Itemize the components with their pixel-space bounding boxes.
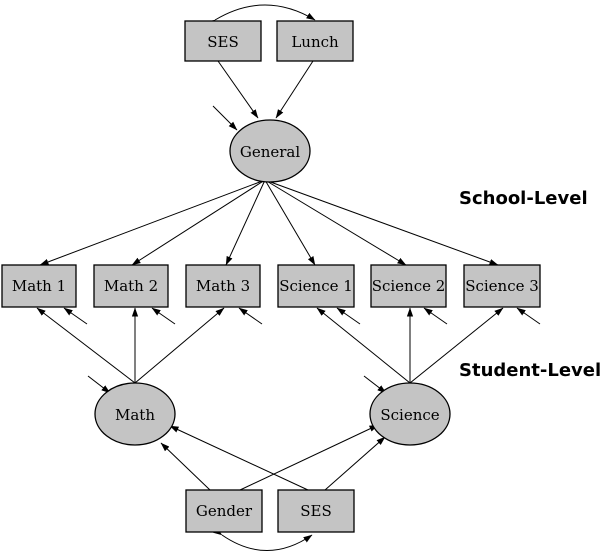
edge-general-science1 [264,179,316,266]
edge-ses-math [169,425,309,491]
edge-ses-general [217,60,259,119]
node-general-label: General [240,143,301,161]
node-math2-label: Math 2 [104,277,158,295]
node-math1-label: Math 1 [12,277,66,295]
edge-ses-science [324,436,386,491]
node-science1-label: Science 1 [279,277,353,295]
node-gender-label: Gender [196,502,253,520]
node-science3: Science 3 [463,264,541,308]
error-math3 [238,307,263,325]
edges [36,4,541,551]
edge-lunch-general [275,60,314,119]
node-math3-label: Math 3 [196,277,250,295]
error-science [363,375,387,394]
error-math [87,375,111,394]
node-science3-label: Science 3 [465,277,539,295]
edge-general-math2 [131,179,266,266]
error-general [212,105,238,131]
edge-general-science2 [264,179,407,266]
covariance-student-gender-ses [213,527,313,551]
school-level-label: School-Level [459,188,588,209]
student-level-label: Student-Level [459,360,601,381]
node-math3: Math 3 [185,264,261,308]
error-science3 [516,307,541,325]
node-math: Math [94,382,176,446]
node-science2: Science 2 [370,264,447,308]
node-school-ses-label: SES [207,33,239,51]
node-science: Science [369,382,451,446]
error-science2 [423,307,448,325]
edge-math-math1 [36,307,136,384]
node-science1: Science 1 [277,264,355,308]
node-math1: Math 1 [1,264,77,308]
error-science1 [336,307,361,325]
edge-gender-science [239,424,379,491]
node-science-label: Science [380,406,439,424]
node-science2-label: Science 2 [372,277,446,295]
node-school-ses: SES [184,20,262,62]
edge-math-math3 [134,307,225,384]
node-general: General [229,119,311,183]
edge-general-science3 [264,179,499,266]
edge-science-science3 [409,307,504,384]
node-lunch-label: Lunch [291,33,339,51]
edge-gender-math [160,442,211,491]
node-math2: Math 2 [93,264,169,308]
node-student-ses: SES [277,489,355,533]
node-math-label: Math [115,406,155,424]
error-math2 [151,307,176,325]
error-math1 [63,307,88,325]
edge-science-science1 [316,307,411,384]
covariance-school-ses-lunch [206,4,316,28]
node-gender: Gender [185,489,263,533]
node-student-ses-label: SES [300,502,332,520]
node-lunch: Lunch [276,20,354,62]
edge-general-math1 [39,179,266,266]
edge-general-math3 [225,179,266,266]
